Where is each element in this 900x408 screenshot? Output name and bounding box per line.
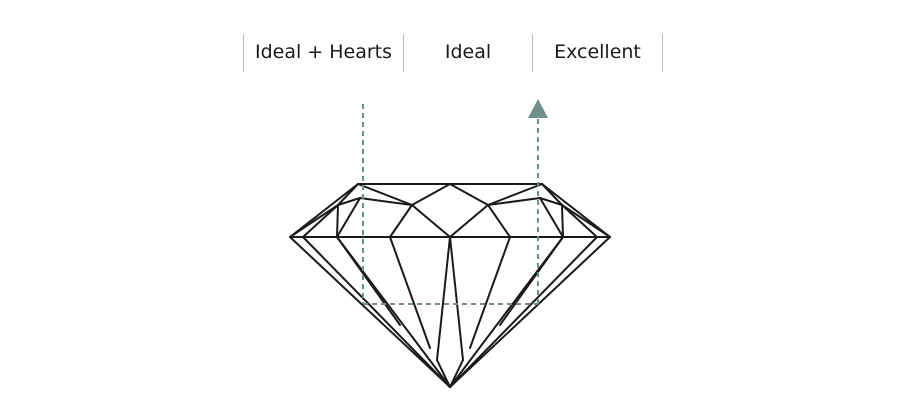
grade-label-ideal-hearts: Ideal + Hearts <box>254 41 393 63</box>
grade-divider <box>403 34 404 72</box>
grade-scale: Ideal + Hearts Ideal Excellent <box>243 34 663 72</box>
arrow-up-icon <box>528 99 548 118</box>
grade-divider <box>662 34 663 72</box>
grade-divider <box>243 34 244 72</box>
grade-label-ideal: Ideal <box>444 41 492 63</box>
light-path <box>362 104 539 305</box>
diamond-outline <box>289 183 611 388</box>
grade-divider <box>532 34 533 72</box>
diamond-silhouette <box>289 183 611 388</box>
grade-label-excellent: Excellent <box>554 41 641 63</box>
